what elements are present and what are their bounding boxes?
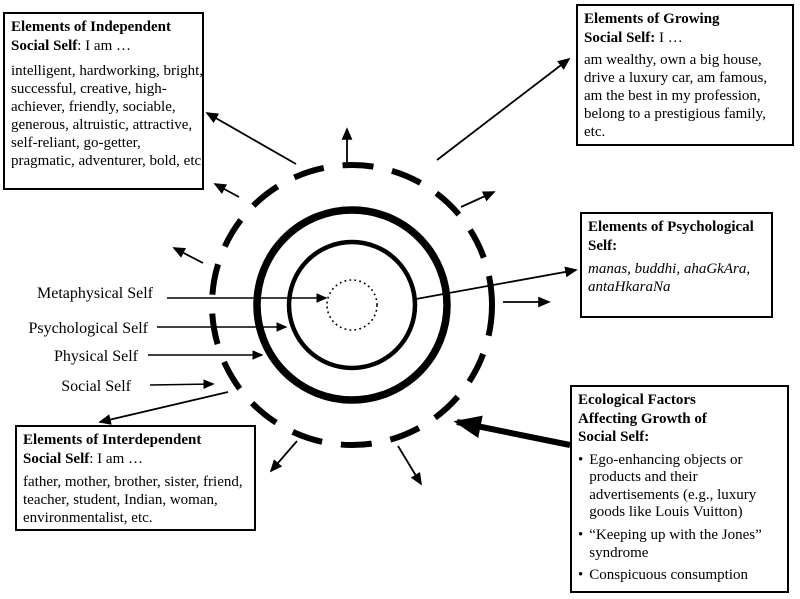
social-self-label: Social Self [61, 378, 131, 395]
independent-box-title-bold: Elements of Independent Social Self [11, 19, 172, 54]
psychological-box-body: manas, buddhi, ahaGkAra, antaHkaraNa [588, 261, 751, 296]
interdependent-box-title-bold: Elements of Interdependent Social Self [23, 432, 202, 467]
arrow-to-growing-box [436, 57, 571, 161]
spoke-bottom-left [269, 440, 298, 473]
list-item: • Ego-enhancing objects or products and … [578, 452, 781, 522]
physical-self-circle [253, 206, 451, 404]
ecological-box-title: Ecological Factors Affecting Growth of S… [578, 392, 707, 446]
metaphysical-self-circle [326, 279, 378, 331]
psychological-self-circle [286, 239, 418, 371]
label-arrows [148, 293, 328, 389]
arrow-to-interdependent-box [98, 391, 229, 425]
bullet-text: “Keeping up with the Jones” syndrome [589, 526, 762, 561]
bullet-icon: • [578, 526, 584, 543]
interdependent-box-body: father, mother, brother, sister, friend,… [23, 474, 243, 527]
list-item: • “Keeping up with the Jones” syndrome [578, 527, 781, 562]
growth-spoke-arrows [172, 127, 551, 486]
bullet-icon: • [578, 567, 584, 584]
interdependent-social-self-box: Elements of Interdependent Social Self: … [15, 425, 256, 531]
ecological-influence-arrow [453, 415, 571, 448]
bullet-text: Ego-enhancing objects or products and th… [589, 451, 757, 521]
metaphysical-self-label: Metaphysical Self [37, 285, 153, 302]
growing-box-title-bold: Elements of Growing Social Self: [584, 11, 720, 46]
growing-box-title: Elements of Growing Social Self: I … [584, 10, 786, 47]
ecological-bullet-list: • Ego-enhancing objects or products and … [578, 452, 781, 585]
psychological-self-box: Elements of Psychological Self: manas, b… [580, 212, 773, 318]
bullet-text: Conspicuous consumption [589, 567, 749, 584]
psychological-box-title: Elements of Psychological Self: [588, 219, 754, 254]
spoke-left [172, 247, 204, 264]
growing-social-self-box: Elements of Growing Social Self: I … am … [576, 4, 794, 146]
box-connector-arrows [98, 57, 578, 425]
growing-box-title-rest: I … [655, 29, 683, 46]
social-label-arrow [149, 379, 215, 389]
growing-box-body: am wealthy, own a big house, drive a lux… [584, 52, 768, 141]
independent-box-body: intelligent, hardworking, bright, succes… [11, 63, 205, 170]
physical-self-label: Physical Self [54, 348, 138, 365]
social-self-circle [209, 162, 495, 448]
independent-box-title: Elements of Independent Social Self: I a… [11, 18, 196, 55]
spoke-upper-right [460, 191, 496, 208]
arrow-to-psychological-box [415, 266, 578, 300]
independent-box-title-rest: : I am … [77, 37, 131, 54]
ecological-factors-box: Ecological Factors Affecting Growth of S… [570, 385, 789, 593]
bullet-icon: • [578, 451, 584, 468]
list-item: • Conspicuous consumption [578, 567, 781, 585]
independent-social-self-box: Elements of Independent Social Self: I a… [3, 12, 205, 190]
spoke-bottom-right [397, 445, 422, 486]
interdependent-box-title-rest: : I am … [89, 450, 143, 467]
interdependent-box-title: Elements of Interdependent Social Self: … [23, 431, 248, 468]
psychological-self-label: Psychological Self [28, 320, 148, 337]
self-circles [209, 162, 495, 448]
spoke-upper-left [213, 183, 240, 198]
arrow-to-independent-box [205, 112, 297, 165]
